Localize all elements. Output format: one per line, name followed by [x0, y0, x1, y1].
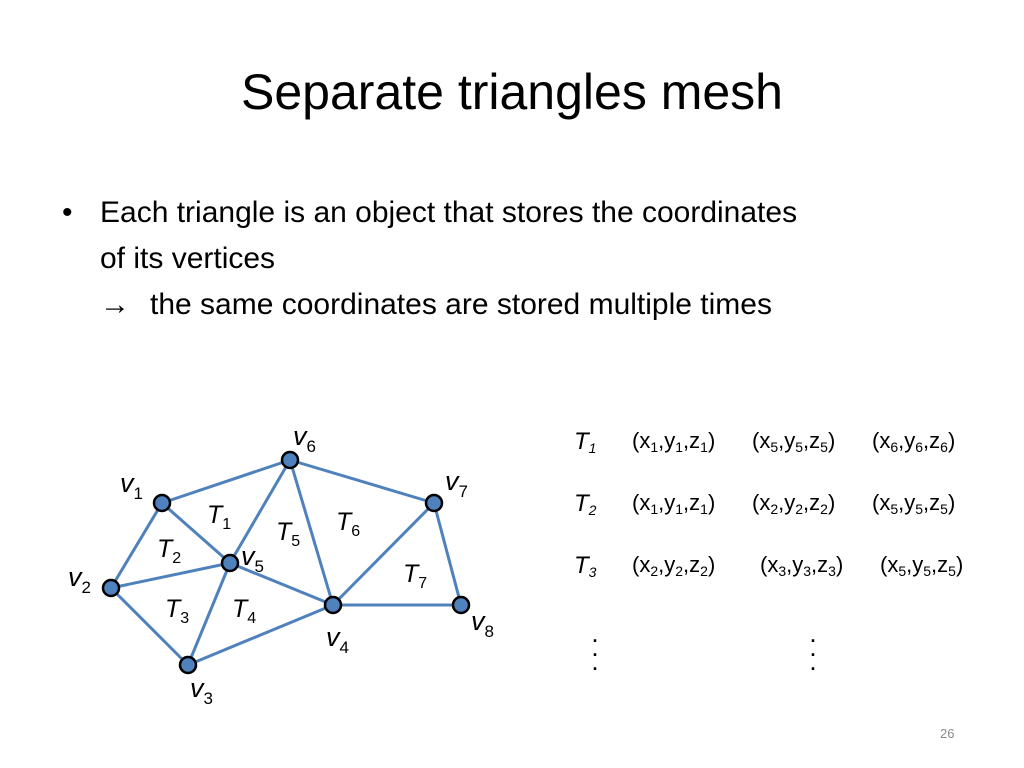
triangle-name: T2 [574, 490, 597, 518]
triangle-name: T1 [574, 428, 597, 456]
triangle-label-t2: T2 [157, 535, 181, 567]
triangle-label-t2-subscript: 2 [172, 550, 181, 567]
triangle-label-t5-subscript: 5 [291, 533, 300, 550]
triangle-label-t7: T7 [403, 560, 427, 592]
bullet-line-3-text: the same coordinates are stored multiple… [150, 288, 772, 321]
triangle-label-t4: T4 [232, 595, 256, 627]
vertex-label-v1-subscript: 1 [134, 484, 143, 503]
edge-v1-v6 [161, 458, 291, 505]
vertex-label-v8-subscript: 8 [485, 622, 494, 641]
vertex-label-v1-symbol: v [120, 468, 135, 498]
vertex-label-v6-symbol: v [293, 421, 308, 451]
page-number: 26 [940, 726, 955, 741]
vertex-label-v7: v7 [445, 466, 468, 501]
edge-v2-v3 [109, 586, 190, 667]
vertex-label-v3-subscript: 3 [204, 689, 213, 708]
bullet-line-1: Each triangle is an object that stores t… [100, 196, 798, 229]
triangle-label-t6-subscript: 6 [351, 523, 360, 540]
vertex-v3 [178, 655, 198, 675]
vertex-coordinate: (x2,y2,z2) [632, 552, 716, 579]
vertex-v2 [101, 578, 121, 598]
edge-v1-v5 [161, 501, 231, 565]
triangle-label-t6: T6 [336, 508, 360, 540]
edge-v3-v5 [186, 562, 232, 666]
triangle-label-t6-symbol: T [336, 508, 353, 536]
vertex-label-v4-subscript: 4 [340, 638, 349, 657]
triangle-label-t1-symbol: T [207, 501, 224, 529]
vertical-ellipsis: ... [591, 618, 599, 676]
bullet-dot: • [62, 196, 73, 229]
vertex-label-v5-subscript: 5 [255, 557, 264, 576]
bullet-block: • Each triangle is an object that stores… [62, 190, 962, 328]
triangle-label-t7-subscript: 7 [418, 575, 427, 592]
triangle-label-t1: T1 [207, 501, 231, 533]
vertex-label-v7-subscript: 7 [459, 482, 468, 501]
edge-v1-v2 [109, 502, 164, 589]
mesh-edges [109, 458, 463, 667]
vertex-label-v3-symbol: v [190, 673, 205, 703]
triangle-label-t3: T3 [165, 595, 189, 627]
triangle-label-t4-subscript: 4 [247, 610, 256, 627]
vertex-label-v5: v5 [241, 541, 264, 576]
bullet-text: Each triangle is an object that stores t… [100, 190, 962, 328]
triangle-label-t2-symbol: T [157, 535, 174, 563]
vertex-coordinate: (x3,y3,z3) [760, 552, 844, 579]
bullet-line-2: of its vertices [100, 242, 276, 275]
triangle-label-t7-symbol: T [403, 560, 420, 588]
vertex-v4 [323, 595, 343, 615]
right-arrow-icon: → [100, 288, 130, 321]
vertex-v6 [280, 450, 300, 470]
edge-v5-v4 [229, 561, 334, 607]
edge-v6-v4 [288, 459, 335, 606]
vertex-label-v6-subscript: 6 [307, 437, 316, 456]
vertex-label-v2: v2 [68, 562, 91, 597]
vertex-v5 [220, 553, 240, 573]
triangle-label-t1-subscript: 1 [222, 516, 231, 533]
vertex-label-v7-symbol: v [445, 466, 460, 496]
edge-v7-v4 [331, 501, 436, 607]
triangle-label-t4-symbol: T [232, 595, 249, 623]
vertex-coordinate: (x1,y1,z1) [632, 428, 716, 455]
edge-v5-v6 [228, 459, 292, 564]
vertex-coordinate: (x5,y5,z5) [872, 490, 956, 517]
vertex-v8 [451, 595, 471, 615]
triangle-label-t3-subscript: 3 [180, 610, 189, 627]
vertex-label-v4-symbol: v [326, 622, 341, 652]
bullet-line-3: → the same coordinates are stored multipl… [100, 282, 962, 328]
vertex-coordinate: (x5,y5,z5) [880, 552, 964, 579]
edge-v6-v7 [289, 458, 435, 505]
triangle-label-t3-symbol: T [165, 595, 182, 623]
vertex-label-v2-symbol: v [68, 562, 83, 592]
edge-v3-v4 [187, 603, 334, 667]
vertex-label-v6: v6 [293, 421, 316, 456]
vertex-label-v8: v8 [471, 606, 494, 641]
vertex-label-v3: v3 [190, 673, 213, 708]
vertical-ellipsis: ... [809, 618, 817, 676]
vertex-label-v5-symbol: v [241, 541, 256, 571]
vertex-coordinate: (x5,y5,z5) [752, 428, 836, 455]
slide-title: Separate triangles mesh [241, 64, 783, 120]
vertex-label-v8-symbol: v [471, 606, 486, 636]
vertex-label-v4: v4 [326, 622, 349, 657]
edge-v2-v5 [110, 561, 231, 590]
triangle-name: T3 [574, 552, 597, 580]
vertex-label-v1: v1 [120, 468, 143, 503]
vertex-coordinate: (x1,y1,z1) [632, 490, 716, 517]
mesh-vertices [101, 450, 471, 675]
triangle-label-t5-symbol: T [276, 518, 293, 546]
edge-v7-v8 [432, 502, 463, 606]
triangle-label-t5: T5 [276, 518, 300, 550]
vertex-coordinate: (x2,y2,z2) [752, 490, 836, 517]
vertex-label-v2-subscript: 2 [82, 578, 91, 597]
vertex-v7 [424, 493, 444, 513]
vertex-v1 [152, 493, 172, 513]
vertex-coordinate: (x6,y6,z6) [872, 428, 956, 455]
